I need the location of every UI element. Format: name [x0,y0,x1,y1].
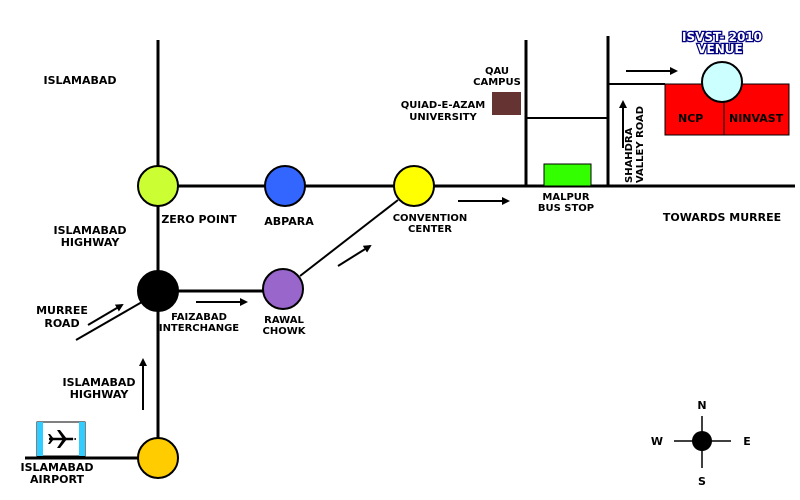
region-label: ISLAMABAD [43,74,116,87]
convention-center-label-line1: CONVENTION [393,213,468,224]
murree-road-line1: MURREE [36,304,88,317]
malpur-bus-stop-marker[interactable] [543,163,592,187]
faizabad-node[interactable] [137,270,179,312]
rawal-chowk-node[interactable] [262,268,304,310]
arrow-to-convention [337,244,372,267]
quaid-university-label-line1: QUIAD-E-AZAM [401,100,485,111]
malpur-label-line2: BUS STOP [538,203,594,214]
murree-road-line [75,301,143,341]
compass-s: S [698,475,706,488]
road-labels: ISLAMABAD ISLAMABAD HIGHWAY ISLAMABAD HI… [36,74,781,401]
compass-w: W [651,435,663,448]
highway-lower-line1: ISLAMABAD [62,376,135,389]
rawal-chowk-label-line2: CHOWK [263,326,307,337]
highway-upper-line1: ISLAMABAD [53,224,126,237]
qau-campus-label-line2: CAMPUS [473,77,521,88]
shahdra-road-line2: VALLEY ROAD [635,106,646,183]
arrow-murree-road [87,303,124,326]
shahdra-road-line1: SHAHDRA [624,127,635,183]
faizabad-interchange-line1: FAIZABAD [171,312,227,323]
qau-campus-label-line1: QAU [485,66,509,77]
quaid-university-label-line2: UNIVERSITY [409,112,477,123]
junction-nodes[interactable]: ZERO POINT ABPARA CONVENTION CENTER RAWA… [137,165,468,479]
murree-road-line2: ROAD [44,317,79,330]
venue-marker[interactable] [701,61,743,103]
zero-point-node[interactable] [137,165,179,207]
convention-center-label-line2: CENTER [408,224,452,235]
abpara-node[interactable] [264,165,306,207]
airport-junction-node[interactable] [137,437,179,479]
ninvast-label: NINVAST [729,112,784,125]
faizabad-interchange-line2: INTERCHANGE [159,323,239,334]
rawal-convention-road [299,199,399,277]
airport[interactable]: ISLAMABAD AIRPORT [20,421,94,486]
highway-upper-line2: HIGHWAY [61,236,121,249]
malpur-label-line1: MALPUR [542,192,590,203]
airplane-icon [48,430,76,448]
abpara-label: ABPARA [264,215,314,228]
airport-sign-stripe-right [79,422,85,456]
quaid-university-marker[interactable] [492,92,521,115]
towards-murree-label: TOWARDS MURREE [663,211,781,224]
compass-e: E [743,435,751,448]
direction-arrows [87,67,678,410]
compass-n: N [697,399,706,412]
highway-lower-line2: HIGHWAY [70,388,130,401]
venue-title-line2: VENUE [697,42,742,56]
venue-title-line1: ISVST- 2010 [682,30,762,44]
compass-center [692,431,712,451]
airport-label-line2: AIRPORT [30,473,84,486]
venue-complex[interactable]: NCP NINVAST ISVST- 2010 VENUE [664,29,790,136]
compass-rose: N S W E [651,399,751,488]
zero-point-label: ZERO POINT [161,213,237,226]
rawal-chowk-label-line1: RAWAL [264,315,304,326]
airport-label-line1: ISLAMABAD [20,461,93,474]
airport-sign-stripe-left [37,422,43,456]
convention-center-node[interactable] [393,165,435,207]
ncp-label: NCP [678,112,703,125]
ncp-building[interactable] [664,83,725,136]
landmarks: QAU CAMPUS QUIAD-E-AZAM UNIVERSITY MALPU… [401,66,594,214]
